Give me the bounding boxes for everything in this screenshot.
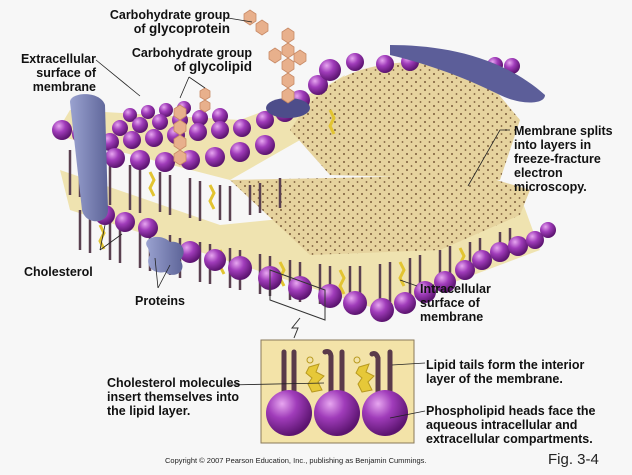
label-line: microscopy.: [514, 180, 587, 194]
label-line: Extracellular: [20, 52, 96, 66]
label-prefix: of: [133, 22, 149, 36]
label-line: freeze-fracture: [514, 152, 601, 166]
label-freeze-fracture: Membrane splits into layers in freeze-fr…: [514, 124, 632, 194]
label-line: Intracellular: [420, 282, 491, 296]
label-line: into layers in: [514, 138, 592, 152]
label-cholesterol-molecules: Cholesterol molecules insert themselves …: [107, 376, 257, 418]
label-intracellular-surface: Intracellular surface of membrane: [420, 282, 530, 324]
label-cholesterol: Cholesterol: [24, 265, 93, 279]
label-line: Membrane splits: [514, 124, 613, 138]
label-line: extracellular compartments.: [426, 432, 593, 446]
leader-lines: [95, 17, 510, 419]
figure-number: Fig. 3-4: [548, 451, 599, 468]
magnified-region-outline: [269, 269, 326, 321]
label-term: glycolipid: [188, 59, 252, 74]
magnify-arrow: [290, 317, 301, 339]
label-line: Lipid tails form the interior: [426, 358, 585, 372]
transmembrane-protein: [70, 94, 108, 222]
label-line: aqueous intracellular and: [426, 418, 578, 432]
fracture-protein: [390, 45, 545, 103]
label-line: Carbohydrate group: [109, 8, 230, 22]
label-phospholipid-heads: Phospholipid heads face the aqueous intr…: [426, 404, 632, 446]
label-glycolipid-carbohydrate: Carbohydrate group of glycolipid: [112, 46, 252, 74]
label-line: layer of the membrane.: [426, 372, 563, 386]
label-prefix: of: [173, 60, 189, 74]
label-extracellular-surface: Extracellular surface of membrane: [4, 52, 96, 94]
label-glycoprotein-carbohydrate: Carbohydrate group of glycoprotein: [90, 8, 230, 36]
copyright-notice: Copyright © 2007 Pearson Education, Inc.…: [165, 456, 427, 465]
glycoprotein-disc: [266, 98, 310, 118]
label-proteins: Proteins: [135, 294, 186, 308]
fracture-face-lower: [230, 175, 530, 255]
label-line: electron: [514, 166, 563, 180]
label-line: surface of: [420, 296, 480, 310]
label-line: Cholesterol molecules: [107, 376, 241, 390]
label-line: the lipid layer.: [107, 404, 191, 418]
carbohydrate-chains: [173, 9, 307, 166]
label-line: Carbohydrate group: [131, 46, 252, 60]
label-line: insert themselves into: [107, 390, 239, 404]
label-lipid-tails: Lipid tails form the interior layer of t…: [426, 358, 632, 386]
label-line: membrane: [420, 310, 484, 324]
label-line: Phospholipid heads face the: [426, 404, 596, 418]
label-line: surface of: [36, 66, 96, 80]
label-term: glycoprotein: [148, 21, 230, 36]
inset-magnification: [260, 339, 415, 444]
fracture-face-upper: [290, 60, 520, 180]
label-line: membrane: [32, 80, 96, 94]
